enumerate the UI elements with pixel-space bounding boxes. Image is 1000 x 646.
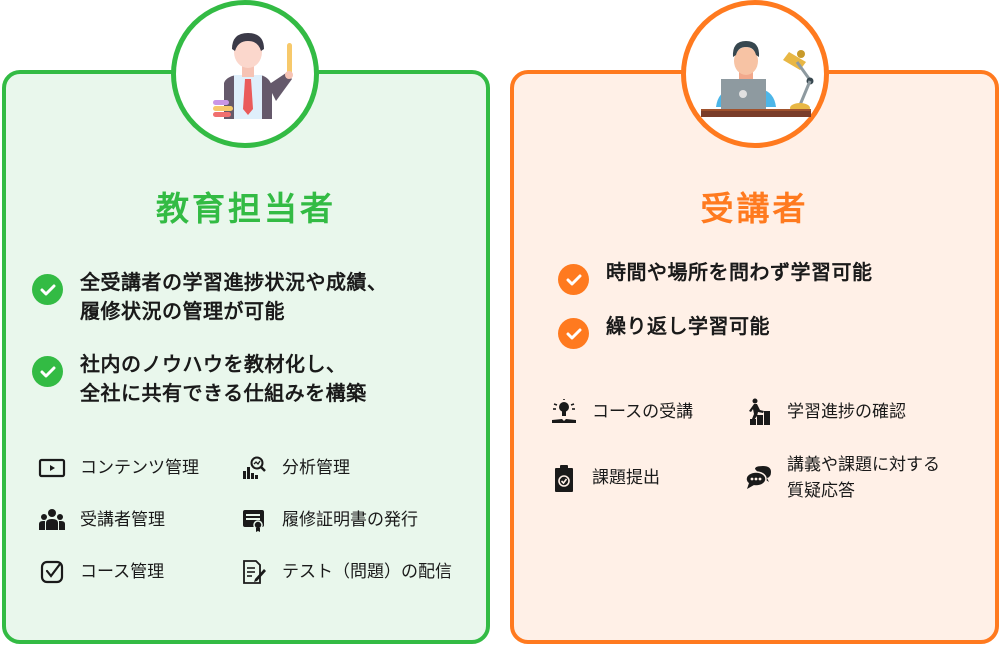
- check-circle-icon: [558, 264, 589, 295]
- clipboard-check-icon: [550, 464, 578, 492]
- feature-analytics-management: 分析管理: [240, 454, 350, 482]
- check-circle-icon: [32, 274, 63, 305]
- learner-benefit-2: 繰り返し学習可能: [558, 312, 770, 349]
- progress-steps-icon: [745, 398, 773, 426]
- check-circle-icon: [558, 318, 589, 349]
- benefit-text: 繰り返し学習可能: [606, 314, 770, 338]
- feature-assignment-submission: 課題提出: [550, 464, 660, 492]
- instructor-benefit-2: 社内のノウハウを教材化し、 全社に共有できる仕組みを構築: [32, 350, 367, 408]
- benefit-text: 時間や場所を問わず学習可能: [606, 260, 873, 284]
- benefit-text: 社内のノウハウを教材化し、 全社に共有できる仕組みを構築: [80, 352, 367, 405]
- check-circle-icon: [32, 356, 63, 387]
- feature-course-management: コース管理: [38, 558, 164, 586]
- learner-title: 受講者: [700, 189, 809, 228]
- feature-qa: 講義や課題に対する 質疑応答: [745, 452, 940, 504]
- instructor-card: [2, 70, 490, 644]
- teacher-with-pointer-icon: [213, 33, 293, 119]
- video-play-icon: [38, 454, 66, 482]
- instructor-title: 教育担当者: [156, 189, 336, 228]
- student-with-laptop-icon: [701, 41, 814, 117]
- instructor-benefit-1: 全受講者の学習進捗状況や成績、 履修状況の管理が可能: [32, 268, 388, 326]
- feature-test-delivery: テスト（問題）の配信: [240, 558, 452, 586]
- feature-learner-management: 受講者管理: [38, 506, 165, 534]
- learner-avatar: [681, 0, 829, 148]
- feature-course-attendance: コースの受講: [550, 398, 693, 426]
- document-edit-icon: [240, 558, 268, 586]
- chat-bubbles-icon: [745, 464, 773, 492]
- feature-progress-check: 学習進捗の確認: [745, 398, 906, 426]
- lightbulb-book-icon: [550, 398, 578, 426]
- feature-certificate-issuance: 履修証明書の発行: [240, 506, 418, 534]
- users-group-icon: [38, 506, 66, 534]
- analytics-magnifier-icon: [240, 454, 268, 482]
- feature-content-management: コンテンツ管理: [38, 454, 199, 482]
- checkbox-icon: [38, 558, 66, 586]
- learner-benefit-1: 時間や場所を問わず学習可能: [558, 258, 873, 295]
- instructor-avatar: [171, 0, 319, 148]
- learner-card: [510, 70, 999, 644]
- benefit-text: 全受講者の学習進捗状況や成績、 履修状況の管理が可能: [80, 270, 388, 323]
- certificate-icon: [240, 506, 268, 534]
